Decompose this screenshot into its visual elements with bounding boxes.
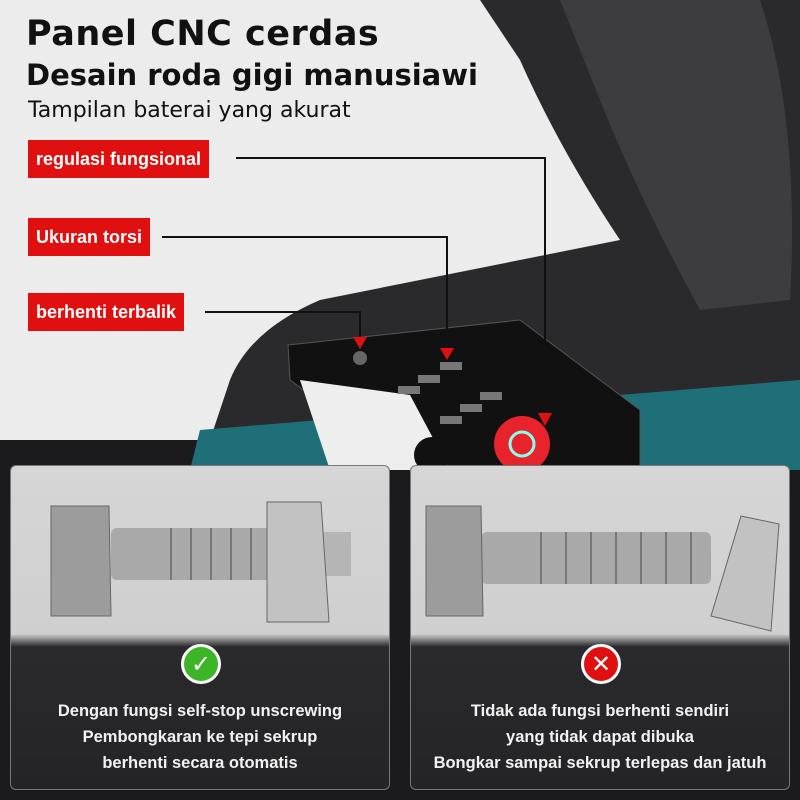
light-button[interactable] — [414, 437, 450, 473]
power-icon — [508, 430, 536, 458]
callout-reverse-stop: berhenti terbalik — [28, 293, 185, 331]
comparison-panel-with-stop: ✓ Dengan fungsi self-stop unscrewing Pem… — [10, 465, 390, 790]
bolt-with-nut-image — [50, 501, 351, 623]
bolt-loose-nut-image — [425, 505, 780, 632]
reverse-stop-indicator — [353, 351, 367, 365]
callout-leader-lines — [162, 157, 546, 415]
display-white-area — [300, 380, 450, 470]
callout-functional-regulation: regulasi fungsional — [28, 140, 210, 178]
callout-torque-size: Ukuran torsi — [28, 218, 151, 256]
caption-line: yang tidak dapat dibuka — [506, 728, 694, 746]
caption-line: Dengan fungsi self-stop unscrewing — [57, 702, 343, 720]
x-icon: ✕ — [581, 644, 621, 684]
caption-line: Bongkar sampai sekrup terlepas dan jatuh — [433, 754, 767, 772]
headline-tagline: Tampilan baterai yang akurat — [28, 98, 351, 123]
check-icon: ✓ — [181, 644, 221, 684]
arrow-icons — [353, 337, 552, 426]
power-button[interactable] — [494, 416, 550, 472]
caption-line: Tidak ada fungsi berhenti sendiri — [470, 702, 730, 720]
tool-grip — [560, 0, 792, 310]
caption-line: berhenti secara otomatis — [102, 754, 298, 772]
headline-title: Panel CNC cerdas — [26, 14, 380, 54]
caption-line: Pembongkaran ke tepi sekrup — [82, 728, 318, 746]
headline-subtitle: Desain roda gigi manusiawi — [26, 58, 478, 92]
torque-indicators — [398, 362, 502, 424]
comparison-panel-without-stop: ✕ Tidak ada fungsi berhenti sendiri yang… — [410, 465, 790, 790]
